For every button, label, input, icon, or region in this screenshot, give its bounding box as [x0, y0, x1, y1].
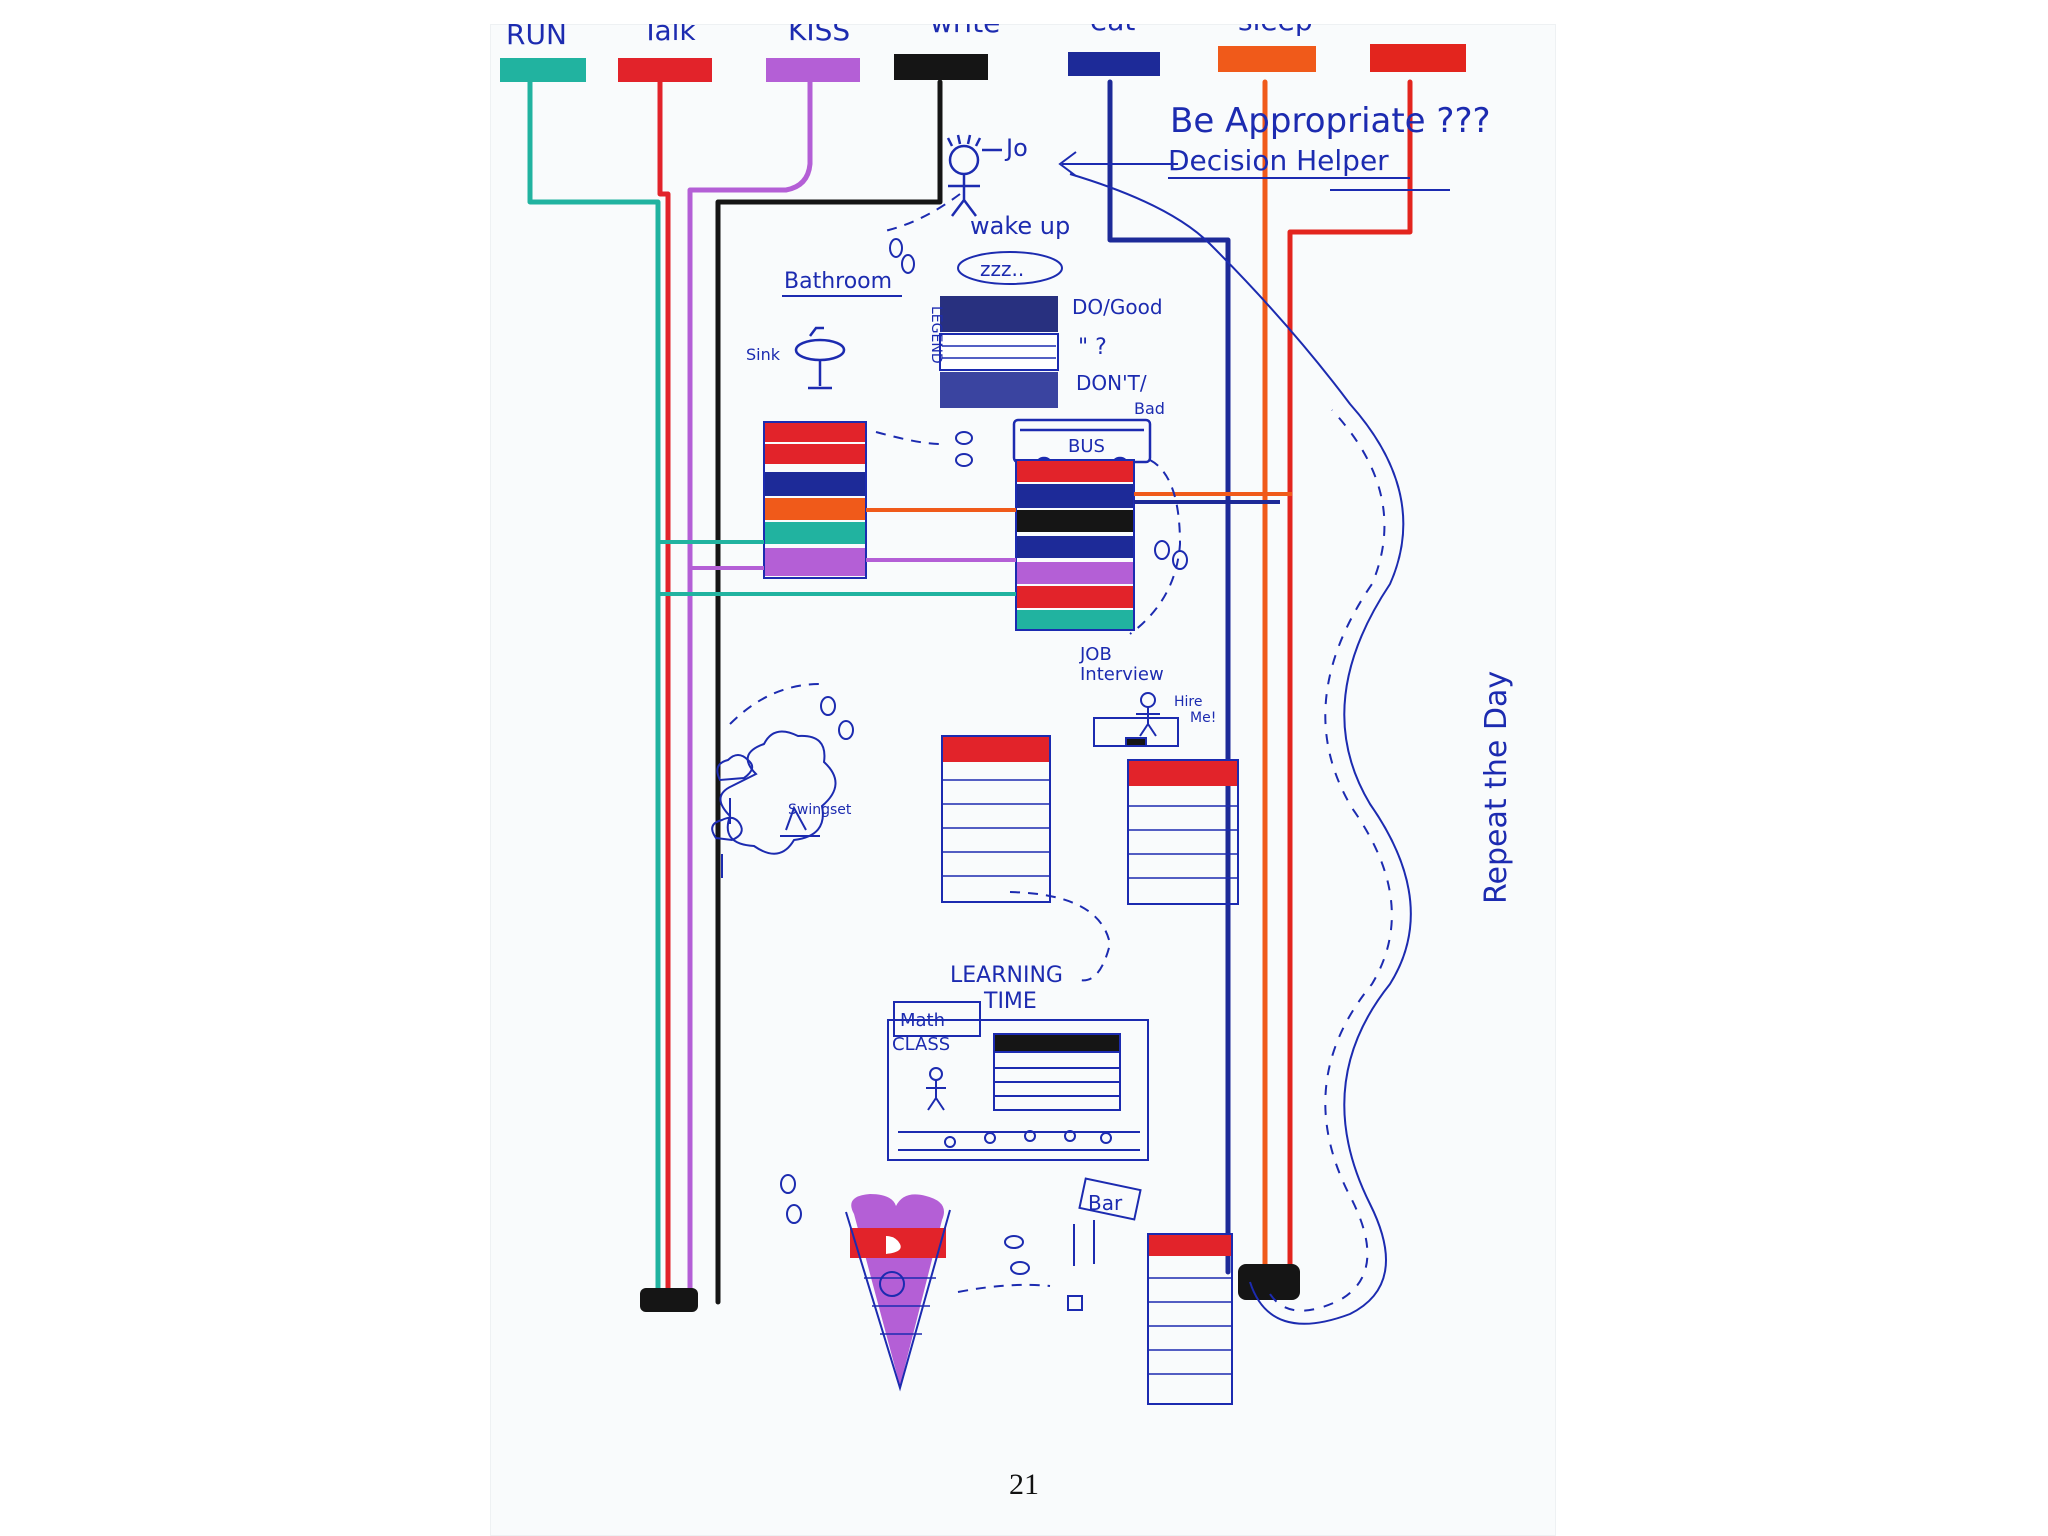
repeat-the-day-label: Repeat the Day — [1479, 671, 1514, 904]
bathroom-label: Bathroom — [784, 269, 892, 294]
eat-line — [1107, 79, 1231, 1275]
sink-label: Sink — [746, 345, 781, 364]
page-number: 21 — [1009, 1468, 1039, 1501]
headline: Be Appropriate ??? — [1170, 101, 1491, 141]
legend-bad: Bad — [1134, 399, 1165, 418]
learning-label-2: TIME — [983, 989, 1037, 1014]
interviewer-figure — [1093, 692, 1179, 747]
kiss-swatch — [766, 58, 860, 82]
talk-line — [657, 79, 671, 1297]
jo-label: Jo — [1004, 134, 1028, 162]
decision-helper-sketch: RUN Talk KISS write eat sleep Be Appropr… — [500, 24, 1514, 1405]
run-line — [527, 79, 661, 1297]
write-line — [715, 79, 943, 1305]
kiss-label: KISS — [788, 24, 850, 47]
choice-card-bus — [1015, 459, 1135, 631]
jo-figure — [946, 134, 1002, 217]
swingset-label: Swingset — [788, 802, 852, 818]
classroom-drawing — [887, 1001, 1149, 1161]
legend-dont: DON'T/ — [1076, 371, 1147, 395]
eat-swatch — [1068, 52, 1160, 76]
run-label: RUN — [506, 24, 567, 51]
legend-card — [939, 296, 1059, 408]
write-label: write — [930, 24, 1000, 39]
wake-up-label: wake up — [970, 212, 1070, 240]
kiss-line — [687, 79, 813, 1297]
write-swatch — [894, 54, 988, 80]
choice-card-date — [845, 1194, 951, 1392]
eat-label: eat — [1090, 24, 1135, 37]
talk-swatch — [618, 58, 712, 82]
legend-maybe: " ? — [1078, 335, 1107, 360]
bar-drawing — [1067, 1177, 1142, 1311]
red-swatch — [1370, 44, 1466, 72]
right-end-block — [1238, 1264, 1300, 1300]
class-label: CLASS — [892, 1034, 950, 1055]
job-label-2: Interview — [1080, 664, 1164, 685]
repeat-loop — [1069, 173, 1412, 1325]
choice-card-interview — [1127, 759, 1239, 905]
park-drawing — [711, 730, 837, 878]
legend-do: DO/Good — [1072, 295, 1163, 319]
subhead: Decision Helper — [1168, 144, 1389, 177]
snore-label: zzz.. — [980, 257, 1024, 281]
job-label-1: JOB — [1079, 644, 1112, 665]
choice-card-park — [941, 735, 1051, 903]
bar-label: Bar — [1088, 1191, 1123, 1215]
sleep-swatch — [1218, 46, 1316, 72]
document-page: RUN Talk KISS write eat sleep Be Appropr… — [490, 24, 1556, 1536]
left-end-block — [640, 1288, 698, 1312]
action-legend — [500, 44, 1466, 82]
sink-icon — [794, 326, 846, 390]
learning-label-1: LEARNING — [950, 963, 1063, 988]
talk-label: Talk — [641, 24, 696, 47]
legend-letters: LEGEND — [928, 306, 944, 364]
choice-card-morning — [763, 421, 867, 579]
run-swatch — [500, 58, 586, 82]
red-line — [1287, 79, 1413, 1275]
sleep-label: sleep — [1238, 24, 1313, 37]
bus-label: BUS — [1068, 436, 1105, 457]
math-label: Math — [900, 1010, 945, 1031]
pointer-arrow — [1058, 151, 1178, 177]
choice-card-bar — [1147, 1233, 1233, 1405]
hire-me-2: Me! — [1190, 710, 1216, 726]
hire-me-1: Hire — [1174, 694, 1202, 710]
